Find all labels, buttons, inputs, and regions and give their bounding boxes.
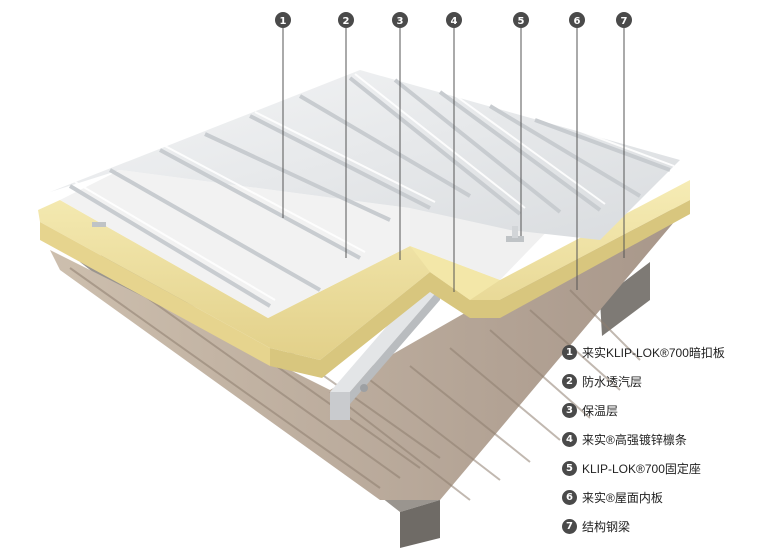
callout-5-badge: 5 — [513, 12, 529, 28]
callout-4-badge: 4 — [446, 12, 462, 28]
legend-item-purlin: 4 来实®高强镀锌檩条 — [562, 425, 762, 454]
legend-label: 防水透汽层 — [582, 375, 643, 389]
svg-text:7: 7 — [621, 16, 628, 27]
legend-number-badge: 4 — [562, 432, 577, 447]
callout-3-badge: 3 — [392, 12, 408, 28]
z-purlin — [330, 288, 440, 420]
legend-item-liner: 6 来实®屋面内板 — [562, 483, 762, 512]
callout-leaders — [282, 28, 625, 292]
callout-1-badge: 1 — [275, 12, 291, 28]
legend-label: 来实®屋面内板 — [582, 491, 663, 505]
legend-label: 结构钢梁 — [582, 520, 631, 534]
legend-label: 来实KLIP-LOK®700暗扣板 — [582, 346, 725, 360]
legend-number-badge: 6 — [562, 490, 577, 505]
legend-number-badge: 3 — [562, 403, 577, 418]
legend-label: 保温层 — [582, 404, 619, 418]
legend-item-membrane: 2 防水透汽层 — [562, 367, 762, 396]
legend-item-clip: 5 KLIP-LOK®700固定座 — [562, 454, 762, 483]
legend-number-badge: 5 — [562, 461, 577, 476]
legend-label: 来实®高强镀锌檩条 — [582, 433, 687, 447]
legend-number-badge: 2 — [562, 374, 577, 389]
insulation-blanket — [38, 180, 690, 378]
legend-label: KLIP-LOK®700固定座 — [582, 462, 701, 476]
roof-sheeting — [50, 70, 680, 308]
legend-number-badge: 1 — [562, 345, 577, 360]
legend-number-badge: 7 — [562, 519, 577, 534]
svg-text:2: 2 — [343, 16, 350, 27]
callout-6-badge: 6 — [569, 12, 585, 28]
legend-item-insulation: 3 保温层 — [562, 396, 762, 425]
fixing-clip — [92, 222, 524, 242]
legend-item-roof-sheet: 1 来实KLIP-LOK®700暗扣板 — [562, 338, 762, 367]
svg-text:1: 1 — [280, 16, 287, 27]
callout-7-badge: 7 — [616, 12, 632, 28]
svg-text:3: 3 — [397, 16, 404, 27]
component-legend: 1 来实KLIP-LOK®700暗扣板 2 防水透汽层 3 保温层 4 来实®高… — [562, 338, 762, 541]
legend-item-beam: 7 结构钢梁 — [562, 512, 762, 541]
svg-text:4: 4 — [451, 16, 458, 27]
svg-text:6: 6 — [574, 16, 581, 27]
callout-2-badge: 2 — [338, 12, 354, 28]
svg-text:5: 5 — [518, 16, 525, 27]
